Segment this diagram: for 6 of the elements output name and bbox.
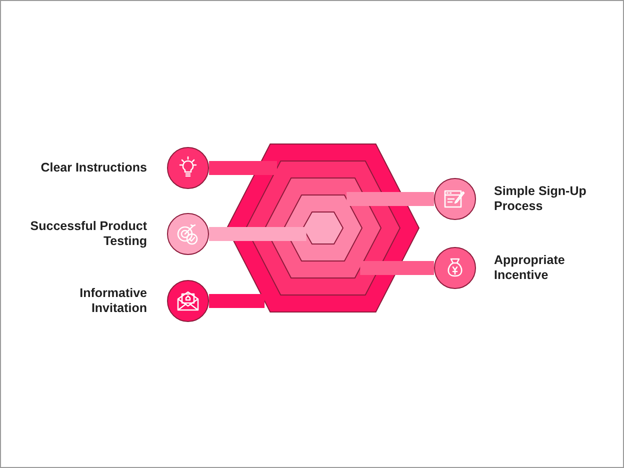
item-label: Clear Instructions — [40, 160, 147, 176]
item-label: Successful Product Testing — [29, 219, 147, 249]
item-label: Informative Invitation — [78, 286, 147, 316]
item-label: Appropriate Incentive — [494, 253, 566, 283]
item-label: Simple Sign-Up Process — [494, 184, 588, 214]
connector-strip — [209, 294, 265, 308]
